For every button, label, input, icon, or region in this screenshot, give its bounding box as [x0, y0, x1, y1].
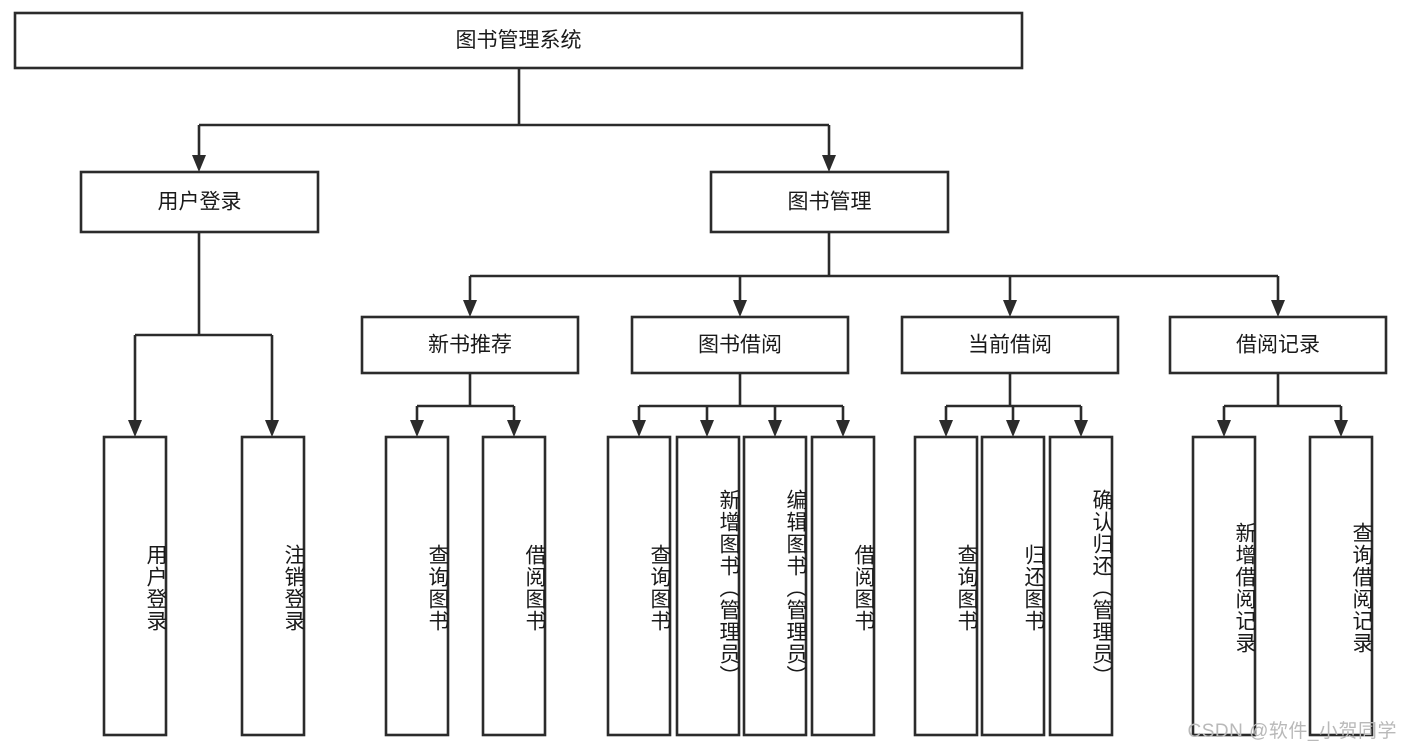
leaf-node-leaf-borrow-book-1[interactable] — [483, 437, 545, 735]
leaf-node-leaf-edit-book-admin[interactable] — [744, 437, 806, 735]
node-label-root: 图书管理系统 — [456, 29, 582, 52]
leaf-box-leaf-borrow-book-1[interactable] — [481, 435, 547, 737]
arrow-head-icon — [1217, 420, 1231, 437]
node-box-current-borrow[interactable] — [900, 315, 1120, 375]
arrow-head-icon — [1074, 420, 1088, 437]
arrow-head-icon — [700, 420, 714, 437]
node-box-book-manage[interactable] — [709, 170, 950, 234]
node-box-book-borrow[interactable] — [630, 315, 850, 375]
leaf-node-leaf-query-borrow-record[interactable] — [1310, 437, 1372, 735]
leaf-box-leaf-query-book-2[interactable] — [606, 435, 672, 737]
arrow-head-icon — [192, 155, 206, 172]
arrow-head-icon — [822, 155, 836, 172]
leaf-box-leaf-query-borrow-record[interactable] — [1308, 435, 1374, 737]
leaf-node-leaf-user-login[interactable] — [104, 437, 166, 735]
arrow-head-icon — [410, 420, 424, 437]
leaf-node-leaf-confirm-return-admin[interactable] — [1050, 437, 1112, 735]
arrow-head-icon — [632, 420, 646, 437]
node-label-current-borrow: 当前借阅 — [968, 334, 1052, 357]
leaf-box-leaf-add-book-admin[interactable] — [675, 435, 741, 737]
leaf-box-leaf-user-logout[interactable] — [240, 435, 306, 737]
leaf-box-leaf-query-book-3[interactable] — [913, 435, 979, 737]
leaf-node-leaf-query-book-2[interactable] — [608, 437, 670, 735]
leaf-node-leaf-query-book-1[interactable] — [386, 437, 448, 735]
leaf-box-leaf-add-borrow-record[interactable] — [1191, 435, 1257, 737]
leaf-box-leaf-user-login[interactable] — [102, 435, 168, 737]
boxes-layer — [13, 11, 1388, 737]
leaf-node-leaf-add-borrow-record[interactable] — [1193, 437, 1255, 735]
leaf-node-leaf-add-book-admin[interactable] — [677, 437, 739, 735]
leaf-box-leaf-edit-book-admin[interactable] — [742, 435, 808, 737]
leaf-node-leaf-user-logout[interactable] — [242, 437, 304, 735]
node-box-new-book-recommend[interactable] — [360, 315, 580, 375]
node-box-borrow-record[interactable] — [1168, 315, 1388, 375]
arrow-head-icon — [768, 420, 782, 437]
leaf-box-leaf-confirm-return-admin[interactable] — [1048, 435, 1114, 737]
arrow-head-icon — [1334, 420, 1348, 437]
arrow-head-icon — [463, 300, 477, 317]
node-label-book-borrow: 图书借阅 — [698, 334, 782, 357]
leaf-box-leaf-return-book[interactable] — [980, 435, 1046, 737]
leaf-node-leaf-return-book[interactable] — [982, 437, 1044, 735]
arrow-head-icon — [1003, 300, 1017, 317]
arrow-head-icon — [1006, 420, 1020, 437]
arrow-head-icon — [265, 420, 279, 437]
arrow-head-icon — [733, 300, 747, 317]
arrow-head-icon — [1271, 300, 1285, 317]
arrow-head-icon — [128, 420, 142, 437]
arrow-head-icon — [507, 420, 521, 437]
leaf-node-leaf-query-book-3[interactable] — [915, 437, 977, 735]
node-box-user-login[interactable] — [79, 170, 320, 234]
node-box-root[interactable] — [13, 11, 1024, 70]
arrow-head-icon — [836, 420, 850, 437]
connectors-layer — [128, 68, 1348, 437]
leaf-node-leaf-borrow-book-2[interactable] — [812, 437, 874, 735]
node-label-borrow-record: 借阅记录 — [1236, 334, 1320, 357]
node-label-user-login: 用户登录 — [158, 191, 242, 214]
leaf-box-leaf-query-book-1[interactable] — [384, 435, 450, 737]
arrow-head-icon — [939, 420, 953, 437]
leaf-box-leaf-borrow-book-2[interactable] — [810, 435, 876, 737]
node-label-new-book-recommend: 新书推荐 — [428, 334, 512, 357]
csdn-watermark: CSDN @软件_小贺同学 — [1187, 721, 1397, 742]
node-label-book-manage: 图书管理 — [788, 191, 872, 214]
